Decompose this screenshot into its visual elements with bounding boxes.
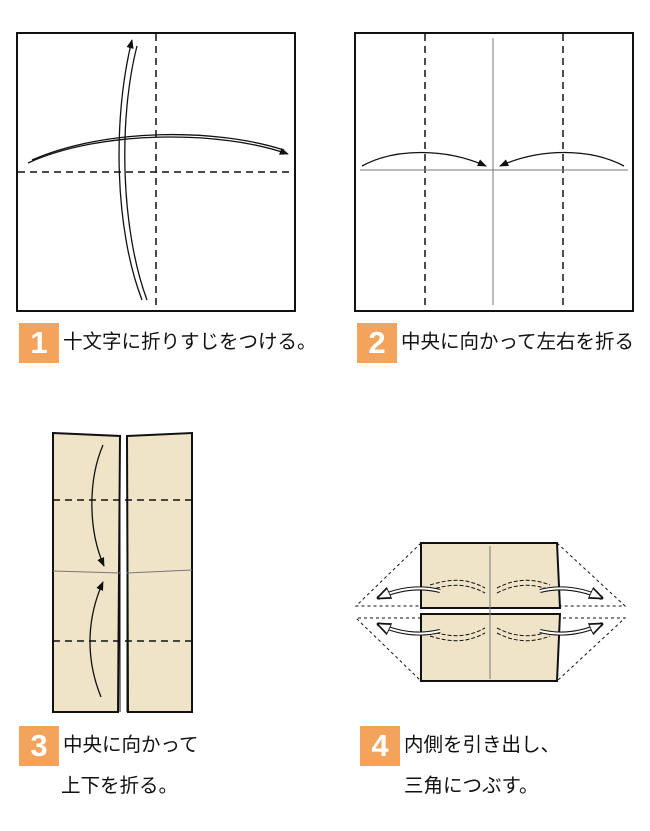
step-text: 十文字に折りすじをつける。 (63, 330, 317, 353)
step-number-badge: 3 (19, 726, 59, 766)
step-number-badge: 2 (357, 323, 397, 363)
step-text: 中央に向かって左右を折る (401, 330, 635, 353)
step4-arrows (378, 586, 602, 636)
step-number-badge: 1 (19, 323, 59, 363)
step2-caption: 2 中央に向かって左右を折る (357, 323, 634, 363)
step4-squash-diagram (354, 542, 627, 682)
step3-arrow-up (89, 581, 104, 698)
step-text: 内側を引き出し、 (404, 733, 561, 756)
step-text: 中央に向かって (63, 733, 199, 756)
step1-square (16, 32, 296, 312)
step3-folded-paper (52, 431, 193, 713)
step3-arrow-down (91, 444, 105, 567)
step-number-badge: 4 (360, 726, 400, 766)
step3-caption: 3 中央に向かって (19, 726, 199, 766)
step2-arrow-left (361, 151, 487, 167)
step3-text-line2: 上下を折る。 (61, 774, 179, 797)
step4-caption: 4 内側を引き出し、 (360, 726, 560, 766)
step4-text-line2: 三角につぶす。 (404, 774, 539, 797)
step1-caption: 1 十文字に折りすじをつける。 (19, 323, 317, 363)
step2-arrow-right (499, 151, 625, 167)
step2-square (354, 32, 634, 312)
step1-arrow-horizontal (27, 133, 289, 164)
step1-arrow-vertical (118, 39, 148, 301)
